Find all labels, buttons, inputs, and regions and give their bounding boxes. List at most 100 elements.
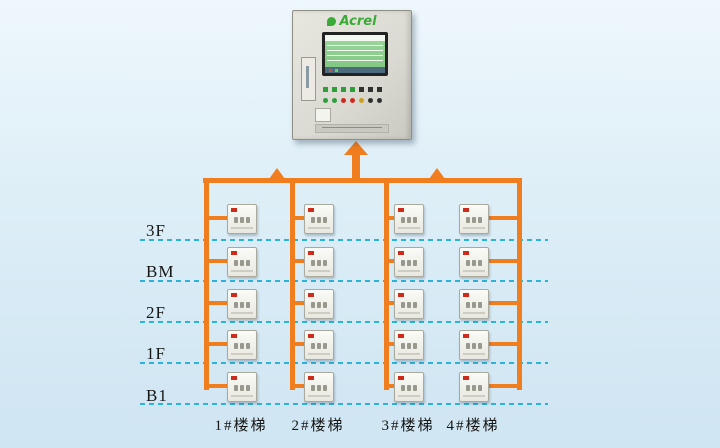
device-groove xyxy=(231,270,253,272)
floor-divider-line xyxy=(140,321,548,323)
device-status-led xyxy=(398,334,404,338)
device-groove xyxy=(308,227,330,229)
device-groove xyxy=(308,353,330,355)
terminal-mark xyxy=(413,385,417,391)
terminal-mark xyxy=(240,343,244,349)
terminal-mark xyxy=(466,260,470,266)
indicator-leds-row1 xyxy=(323,87,382,92)
terminal-mark xyxy=(323,385,327,391)
brand-text: Acrel xyxy=(339,14,377,29)
bus-tap-line xyxy=(485,216,517,220)
terminal-mark xyxy=(407,302,411,308)
bus-trunk-line xyxy=(203,178,521,183)
bus-tap-line xyxy=(386,259,396,263)
device-status-led xyxy=(308,334,314,338)
power-monitor-device xyxy=(227,372,257,402)
terminal-mark xyxy=(401,217,405,223)
indicator-led xyxy=(377,87,382,92)
terminal-mark xyxy=(317,343,321,349)
terminal-mark xyxy=(234,385,238,391)
device-groove xyxy=(231,227,253,229)
terminal-mark xyxy=(478,343,482,349)
lcd-screen xyxy=(322,32,388,76)
power-monitor-device xyxy=(394,289,424,319)
power-monitor-device xyxy=(394,204,424,234)
lcd-status-bar xyxy=(325,67,385,73)
power-monitor-device xyxy=(394,330,424,360)
power-monitor-device xyxy=(227,289,257,319)
bus-tap-line xyxy=(485,384,517,388)
terminal-mark xyxy=(240,302,244,308)
power-monitor-device xyxy=(227,247,257,277)
lcd-row-line xyxy=(327,45,383,46)
device-status-led xyxy=(463,251,469,255)
device-groove xyxy=(308,312,330,314)
device-status-led xyxy=(398,376,404,380)
terminal-mark xyxy=(311,302,315,308)
device-groove xyxy=(463,312,485,314)
power-monitor-device xyxy=(304,247,334,277)
device-status-led xyxy=(231,208,237,212)
terminal-mark xyxy=(472,343,476,349)
device-status-led xyxy=(231,334,237,338)
floor-divider-line xyxy=(140,239,548,241)
flow-direction-arrow xyxy=(429,168,445,179)
terminal-mark xyxy=(234,217,238,223)
device-groove xyxy=(463,395,485,397)
floor-divider-line xyxy=(140,403,548,405)
terminal-mark xyxy=(466,385,470,391)
stair-label-3: 3#楼梯 xyxy=(381,418,435,434)
terminal-mark xyxy=(234,343,238,349)
terminal-mark xyxy=(317,302,321,308)
terminal-mark xyxy=(472,302,476,308)
indicator-led xyxy=(359,87,364,92)
terminal-mark xyxy=(466,343,470,349)
device-status-led xyxy=(231,251,237,255)
device-groove xyxy=(231,353,253,355)
terminal-mark xyxy=(472,260,476,266)
terminal-mark xyxy=(246,217,250,223)
device-status-led xyxy=(463,334,469,338)
terminal-mark xyxy=(246,302,250,308)
bus-tap-line xyxy=(292,342,306,346)
bus-tap-line xyxy=(386,384,396,388)
terminal-mark xyxy=(317,260,321,266)
terminal-mark xyxy=(246,385,250,391)
lcd-status-pixel xyxy=(329,69,332,72)
indicator-led xyxy=(377,98,382,103)
power-monitor-device xyxy=(459,372,489,402)
terminal-mark xyxy=(401,385,405,391)
terminal-mark xyxy=(413,343,417,349)
device-groove xyxy=(308,270,330,272)
power-monitor-device xyxy=(394,372,424,402)
terminal-mark xyxy=(323,302,327,308)
indicator-leds-row2 xyxy=(323,98,382,103)
lcd-row-line xyxy=(327,60,383,61)
bus-tap-line xyxy=(292,384,306,388)
indicator-led xyxy=(341,87,346,92)
stair-label-1: 1#楼梯 xyxy=(214,418,268,434)
bus-tap-line xyxy=(206,342,229,346)
terminal-mark xyxy=(466,302,470,308)
terminal-mark xyxy=(246,343,250,349)
device-groove xyxy=(463,227,485,229)
power-monitor-device xyxy=(459,247,489,277)
device-status-led xyxy=(308,376,314,380)
label-sticker xyxy=(315,108,331,122)
stair-label-4: 4#楼梯 xyxy=(446,418,500,434)
terminal-mark xyxy=(413,302,417,308)
terminal-mark xyxy=(323,217,327,223)
lcd-status-pixel xyxy=(335,69,338,72)
indicator-led xyxy=(323,98,328,103)
bus-tap-line xyxy=(292,216,306,220)
indicator-led xyxy=(323,87,328,92)
acrel-logo-icon xyxy=(327,17,337,26)
terminal-mark xyxy=(401,343,405,349)
power-monitor-device xyxy=(304,289,334,319)
indicator-led xyxy=(368,87,373,92)
terminal-mark xyxy=(401,260,405,266)
bus-riser-line xyxy=(290,178,295,390)
floor-label-3f: 3F xyxy=(146,221,166,240)
fire-power-monitor-cabinet: Acrel xyxy=(292,10,412,140)
indicator-led xyxy=(350,98,355,103)
